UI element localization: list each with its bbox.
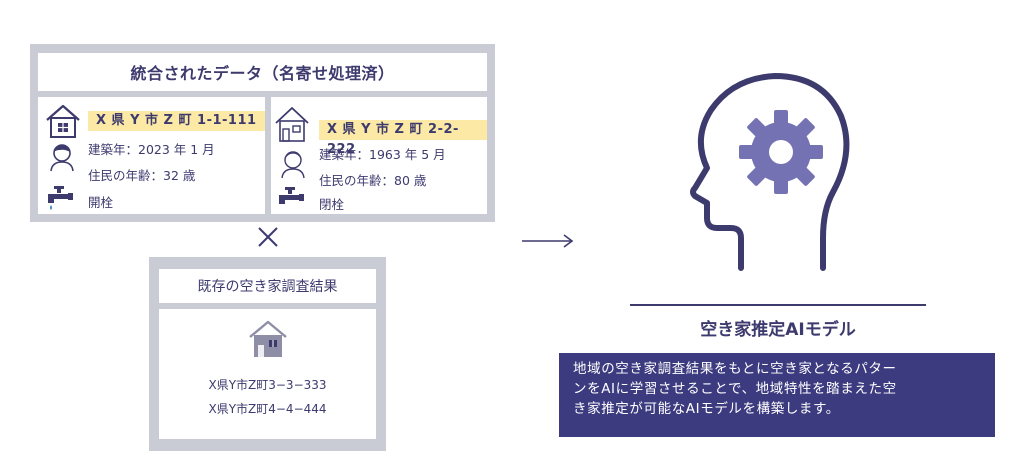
record-resident-age: 住民の年齢：80 歳 — [319, 173, 427, 188]
faucet-icon — [48, 186, 73, 210]
record-card: X 県 Y 市 Z 町 2-2-222 建築年：1963 年 5 月 住民の年齢… — [271, 97, 487, 214]
person-icon — [50, 144, 74, 172]
record-resident-age: 住民の年齢：32 歳 — [88, 168, 196, 183]
arrow-icon — [522, 234, 574, 248]
cross-icon — [258, 227, 278, 247]
description-line: ンをAIに学習させることで、地域特性を踏まえた空 — [573, 381, 897, 397]
description-line: 地域の空き家調査結果をもとに空き家となるパター — [573, 361, 897, 377]
model-title: 空き家推定AIモデル — [700, 320, 856, 340]
head-gear-icon — [690, 73, 850, 271]
divider — [630, 304, 926, 306]
record-card: X 県 Y 市 Z 町 1-1-111 建築年：2023 年 1 月 住民の年齢… — [38, 97, 265, 214]
record-address: X 県 Y 市 Z 町 1-1-111 — [88, 111, 265, 131]
record-water-status: 閉栓 — [319, 197, 345, 212]
existing-address: X県Y市Z町4−4−444 — [208, 402, 327, 416]
vacant-house-icon — [249, 320, 287, 357]
record-built-year: 建築年：2023 年 1 月 — [88, 142, 215, 157]
existing-address: X県Y市Z町3−3−333 — [208, 378, 327, 392]
description-line: き家推定が可能なAIモデルを構築します。 — [573, 401, 840, 417]
house-icon — [275, 107, 309, 142]
existing-survey-panel: 既存の空き家調査結果 X県Y市Z町3−3−333 X県Y市Z町4−4−444 — [149, 257, 386, 451]
merged-data-panel: 統合されたデータ（名寄せ処理済） X 県 Y 市 Z 町 1-1-111 建築年… — [30, 44, 495, 222]
faucet-icon — [279, 187, 304, 204]
person-icon — [281, 151, 305, 179]
record-address: X 県 Y 市 Z 町 2-2-222 — [319, 120, 487, 157]
existing-survey-title: 既存の空き家調査結果 — [159, 269, 376, 303]
merged-data-title: 統合されたデータ（名寄せ処理済） — [38, 53, 487, 91]
house-icon — [46, 104, 80, 138]
record-water-status: 開栓 — [88, 195, 114, 210]
existing-survey-body: X県Y市Z町3−3−333 X県Y市Z町4−4−444 — [159, 309, 376, 439]
record-built-year: 建築年：1963 年 5 月 — [319, 147, 446, 162]
model-description: 地域の空き家調査結果をもとに空き家となるパター ンをAIに学習させることで、地域… — [559, 353, 995, 437]
